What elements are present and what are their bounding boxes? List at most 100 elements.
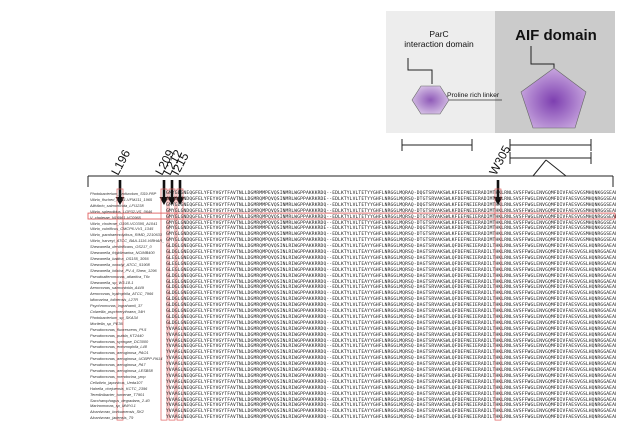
residue-arrow-head [167, 197, 177, 205]
species-name: Cellvibrio_japonicus_Ueda107 [90, 379, 143, 385]
species-name: Pseudomonas_entomophila_L48 [90, 344, 147, 350]
zoom-line-right [545, 159, 567, 177]
species-name: V_cholerae_N16961-VC0965 [90, 214, 141, 220]
sequence-text: YVAAGLNEQGFELYFEYVGYTFAVTNLLDGMRQMPQVQSI… [166, 415, 616, 421]
alignment-row: Shewanella_sp_W3-18-1 GLEGLGNEQGFELYFEYVG… [0, 279, 617, 286]
sequence-text: GMYGLGNEQGFELYFEYVGYTFAVTNLLDGMRMMPEVQSI… [166, 202, 616, 208]
residue-arrow-head [159, 197, 169, 205]
conserved-column-box [494, 188, 502, 421]
species-name: Shewanella_frigidimarina_NCIMB400 [90, 250, 155, 255]
sequence-text: GLEGLGNEQGFELYFEYVGYTFAVTNLLDGMRQMPQVQSI… [166, 279, 616, 285]
sequence-text: YVAAGLNEQGFELYFEYVGYTFAVTNLLDGMRQMPQVQSI… [166, 403, 616, 409]
species-name: Shewanella_loihica_PV-4_Shew_1296 [90, 267, 157, 273]
species-name: Pseudomonas_aeruginosa_UCBPP-PA14 [90, 356, 163, 362]
sequence-text: GLDGLGNEQGFELYFEYVGYTFAVTNLLDGMRQMPQVQSI… [166, 273, 616, 279]
species-name: Shewanella_sp_W3-18-1 [90, 279, 134, 285]
sequence-text: GLEGLGNEQGFELYFEYVGYTFAVTNLLDGMRQMPQVQSI… [166, 261, 616, 267]
species-name: Aeromonas_hydrophila_ATCC_7966 [90, 291, 154, 297]
sequence-text: YVAAGLNEQGFELYFEYVGYTFAVTNLLDGMRQMPQVQSI… [166, 332, 616, 338]
alignment-row: Saccharophagus_degradans_2-40 YVAAGLNEQGF… [0, 397, 617, 404]
species-name: Alcanivorax_jadensis_T9 [90, 415, 134, 421]
species-name: Saccharophagus_degradans_2-40 [90, 397, 150, 403]
sequence-text: YVAAGLNEQGFELYFEYVGYTFAVTNLLDGMRQMPQVQSI… [166, 362, 616, 368]
conserved-column-box [160, 188, 168, 421]
sequence-text: GLDGLGNEQGFELYFEYVGYTFAVTNLLDGMRQMPQVQSI… [166, 303, 616, 309]
species-name: Pseudomonas_mendocina_ymp [90, 373, 146, 379]
sequence-text: YVAAGLNEQGFELYFEYVGYTFAVTNLLDGMRQMPQVQSI… [166, 356, 616, 362]
alignment-row: Cellvibrio_japonicus_Ueda107 YVAAGLNEQGFE… [0, 379, 617, 386]
residue-arrow-head [115, 197, 125, 205]
species-name: Pseudomonas_aeruginosa_PA7 [90, 362, 146, 368]
sequence-text: GMYGLGNDQGFELYFEYVGYTFAVTNLLDGMRQMPQVQSI… [166, 196, 616, 202]
alignment-row: Moritella_sp_PE36 GLDGLGNEQGFELYFEYVGYTFA… [0, 320, 617, 327]
residue-label-w305: W305 [486, 143, 513, 178]
linker-label: Proline rich linker [447, 92, 500, 99]
sequence-text: YVAAGLNEQGFELYFEYVGYTFAVTNLLDGMRQMPQVQSI… [166, 326, 616, 332]
sequence-text: YVAAGLNEQGFELYFEYVGYTFAVTNLLDGMRQMPQVQSI… [166, 379, 616, 385]
aif-pentagon [520, 67, 587, 129]
sequence-text: GLDGLGNEQGFELYFEYVGYTFAVTNLLDGMRQMPQVQSI… [166, 250, 616, 255]
species-name: Idiomarina_loihiensis_L2TR [90, 297, 139, 303]
species-name: Vibrio_cholerae_O395-VC0395_A1041 [90, 220, 158, 226]
alignment-row: Psychromonas_ingrahamii_37 GLDGLGNEQGFELY… [0, 302, 617, 309]
alignment-row: Idiomarina_loihiensis_L2TR GLDGLGNEQGFELY… [0, 296, 617, 303]
alignment-row: Vibrio_cholerae_O395-VC0395_A1041 GMYGLGN… [0, 220, 617, 227]
sequence-text: GLDGLGNEQGFELYFEYVGYTFAVTNLLDGMRQMPQVQSI… [166, 244, 616, 250]
species-name: Psychromonas_ingrahamii_37 [90, 303, 143, 309]
species-name: Photobacterium_sp_SKA34 [90, 314, 138, 320]
sequence-text: YVAAGLNEQGFELYFEYVGYTFAVTNLLDGMRQMPQVQSI… [166, 397, 616, 403]
sequence-text: YVAAGLNEQGFELYFEYVGYTFAVTNLLDGMRQMPQVQSI… [166, 385, 616, 391]
alignment-row: Shewanella_woodyi_ATCC_51908 GLEGLGNEQGFE… [0, 261, 617, 268]
species-name: Shewanella_woodyi_ATCC_51908 [90, 261, 150, 267]
alignment-row: Aeromonas_salmonicida_A449 GLDGLGNEQGFELY… [0, 284, 617, 291]
conserved-column-box [116, 188, 124, 421]
sequence-text: GLDGLGNEQGFELYFEYVGYTFAVTNLLDGMRQMPQVQSI… [166, 285, 616, 291]
sequence-text: GMYGLGNDQGFELYFEYVGYTFAVTNLLDGMRQMPQVQSI… [166, 220, 616, 226]
sequence-text: GMYGLGNEQGFELYFEYVGYTFAVTNLLDGMRMMPEVQSI… [166, 191, 616, 196]
residue-arrow-head [175, 197, 185, 205]
parc-domain-label: ParC interaction domain [404, 29, 474, 49]
sequence-text: GMYGLGNDQGFELYFEYVGYTFAVTNLLDGMRQMPQVQSI… [166, 232, 616, 238]
species-name: Photobacterium_profundum_SS9-P8P [90, 191, 157, 196]
sequence-text: YVAAGLNEQGFELYFEYVGYTFAVTNLLDGMRQMPQVQSI… [166, 409, 616, 415]
conserved-column-box [176, 188, 184, 421]
alignment-row: Pseudomonas_putida_KT2440 YVAAGLNEQGFELYF… [0, 332, 617, 339]
species-name: Pseudomonas_putida_KT2440 [90, 332, 144, 338]
species-name: Teredinibacter_turnerae_T7901 [90, 391, 145, 397]
species-name: Pseudomonas_aeruginosa_LESB58 [90, 368, 153, 373]
species-name: Moritella_sp_PE36 [90, 320, 123, 326]
species-name: Vibrio_fischeri_MJ11-VFMJ11_1965 [90, 196, 153, 202]
species-name: Colwellia_psychrerythraea_34H [90, 309, 145, 314]
species-name: Shewanella_baltica_OS155_3056 [90, 255, 149, 261]
alignment-row: Shewanella_frigidimarina_NCIMB400 GLDGLGN… [0, 249, 617, 256]
highlighted-row-box [87, 212, 616, 220]
sequence-text: GLDGLGNEQGFELYFEYVGYTFAVTNLLDGMRQMPQVQSI… [166, 309, 616, 314]
species-name: Vibrio_parahaemolyticus_RIMD_2210633 [90, 232, 162, 238]
sequence-text: YVAAGLNEQGFELYFEYVGYTFAVTNLLDGMRQMPQVQSI… [166, 350, 616, 356]
sequence-text: GMYGLGNDQGFELYFEYVGYTFAVTNLLDGMRMMPEVQSI… [166, 226, 616, 232]
aif-domain-label: AIF domain [515, 27, 597, 44]
sequence-text: YVAAGLNEQGFELYFEYVGYTFAVTNLLDGMRQMPQVQSI… [166, 391, 616, 397]
species-name: Aeromonas_salmonicida_A449 [90, 285, 144, 291]
sequence-text: GLDGLGNEQGFELYFEYVGYTFAVTNLLDGMRQMPQVQSI… [166, 297, 616, 303]
sequence-text: GLDGLGNEQGFELYFEYVGYTFAVTNLLDGMRQMPQVQSI… [166, 320, 616, 326]
